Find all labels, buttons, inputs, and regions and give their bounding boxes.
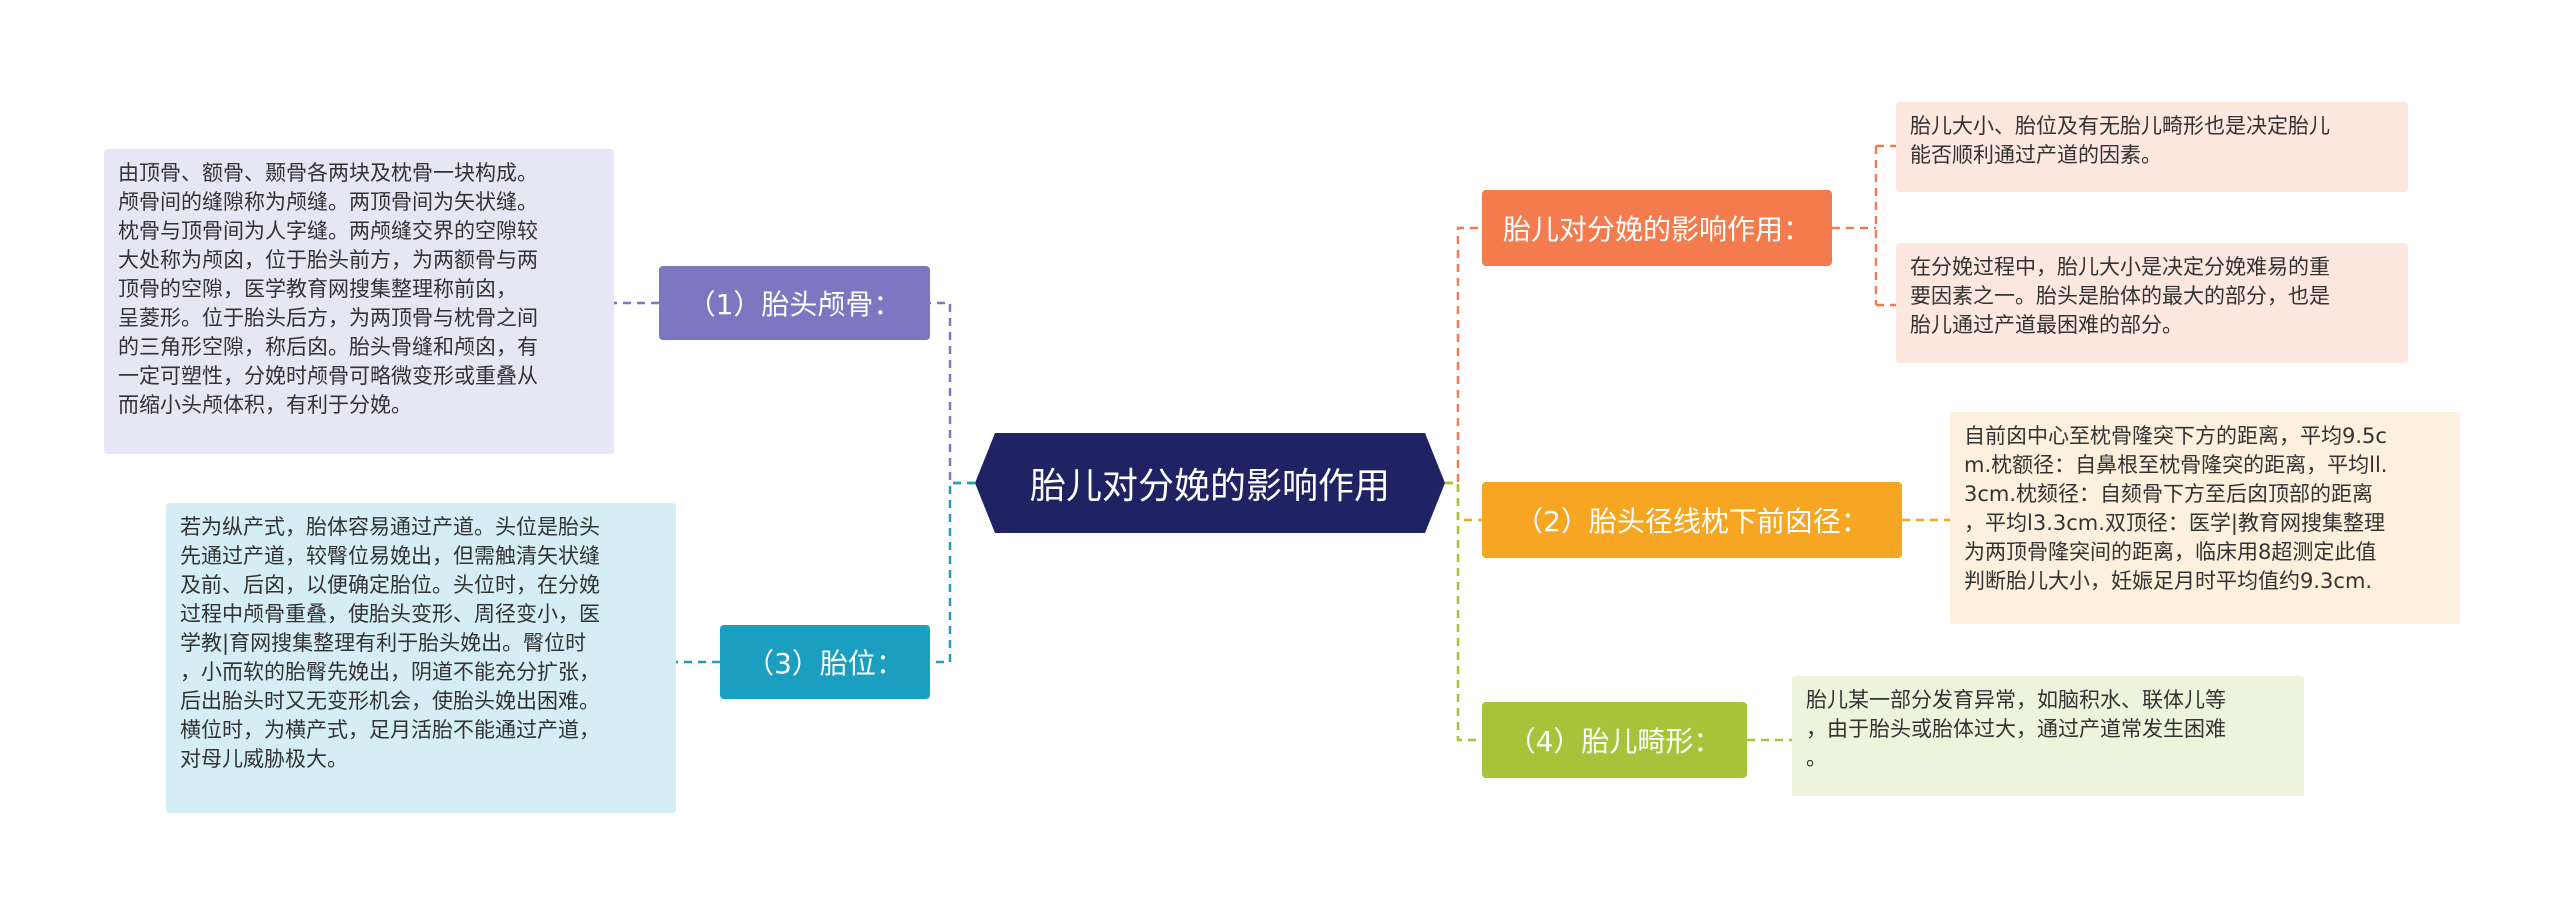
connector-root-b2: [1445, 481, 1482, 522]
branch-head-diameter[interactable]: （2）胎头径线枕下前囟径：: [1482, 482, 1902, 558]
branch-influence[interactable]: 胎儿对分娩的影响作用：: [1482, 190, 1832, 266]
branch-position-label: （3）胎位：: [746, 647, 904, 680]
connector-root-b3: [1445, 481, 1482, 742]
branch-influence-label: 胎儿对分娩的影响作用：: [1502, 213, 1811, 246]
leaf-influence-2: 在分娩过程中，胎儿大小是决定分娩难易的重 要因素之一。胎头是胎体的最大的部分，也…: [1896, 243, 2408, 363]
connector-root-b1: [1445, 226, 1482, 485]
root-node-shape: [975, 433, 1445, 533]
branch-skull[interactable]: （1）胎头颅骨：: [659, 266, 930, 340]
connector-root-b5: [930, 481, 975, 664]
leaf-skull: 由顶骨、额骨、颞骨各两块及枕骨一块构成。 颅骨间的缝隙称为颅缝。两顶骨间为矢状缝…: [104, 149, 614, 454]
leaf-deformity: 胎儿某一部分发育异常，如脑积水、联体儿等 ，由于胎头或胎体过大，通过产道常发生困…: [1792, 676, 2304, 796]
leaf-head-diameter: 自前囟中心至枕骨隆突下方的距离，平均9.5c m.枕额径：自鼻根至枕骨隆突的距离…: [1950, 412, 2460, 624]
branch-head-diameter-label: （2）胎头径线枕下前囟径：: [1515, 505, 1869, 538]
connector-root-b4: [930, 301, 975, 485]
root-node[interactable]: 胎儿对分娩的影响作用: [975, 433, 1445, 533]
root-label: 胎儿对分娩的影响作用: [1029, 466, 1390, 507]
branch-position[interactable]: （3）胎位：: [720, 625, 930, 699]
leaf-position: 若为纵产式，胎体容易通过产道。头位是胎头 先通过产道，较臀位易娩出，但需触清矢状…: [166, 503, 676, 813]
branch-deformity-label: （4）胎儿畸形：: [1507, 725, 1722, 758]
leaf-influence-1: 胎儿大小、胎位及有无胎儿畸形也是决定胎儿 能否顺利通过产道的因素。: [1896, 102, 2408, 192]
branch-deformity[interactable]: （4）胎儿畸形：: [1482, 702, 1747, 778]
branch-skull-label: （1）胎头颅骨：: [687, 288, 902, 321]
connector-b1-leaves: [1832, 144, 1896, 307]
